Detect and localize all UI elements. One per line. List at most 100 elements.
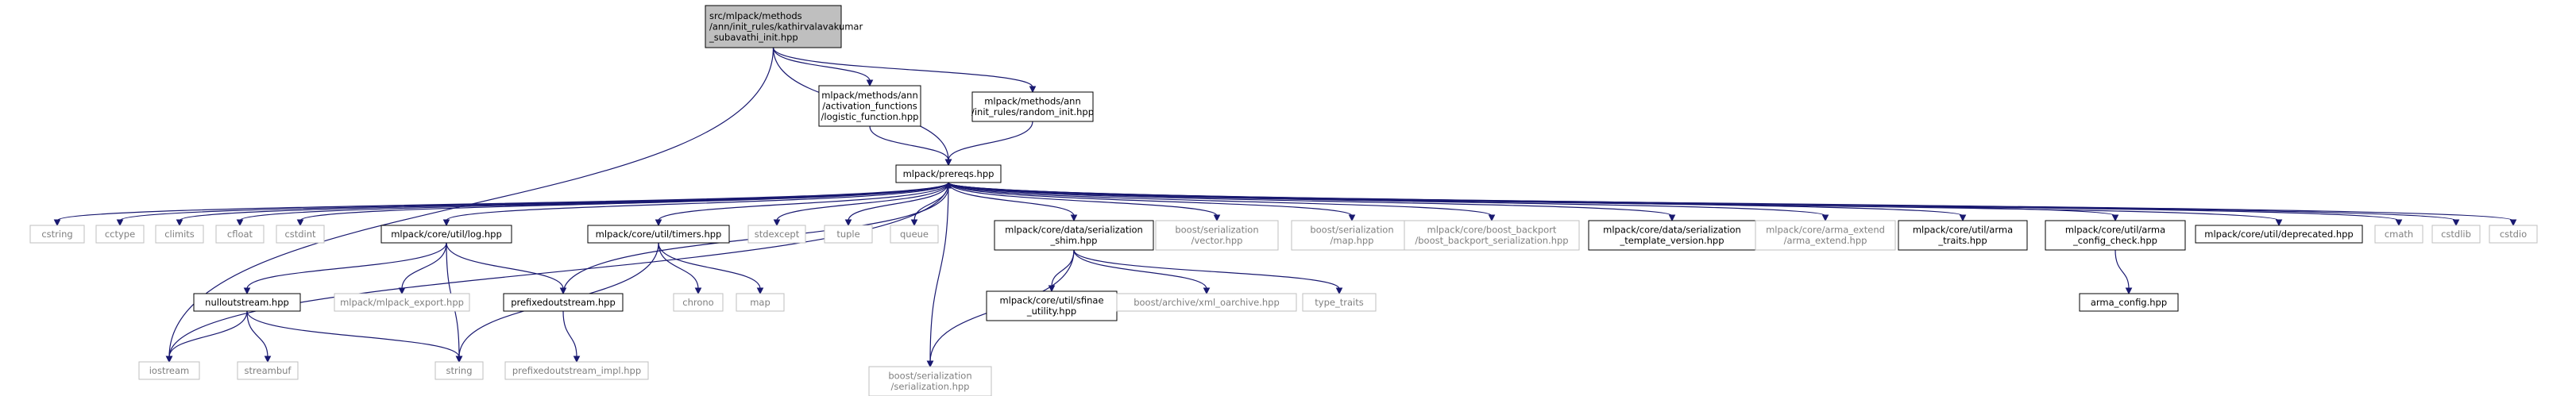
- node-arma-traits[interactable]: mlpack/core/util/arma_traits.hpp: [1898, 220, 2028, 251]
- node-string[interactable]: string: [434, 361, 484, 380]
- node-log[interactable]: mlpack/core/util/log.hpp: [380, 225, 512, 244]
- node-climits[interactable]: climits: [155, 225, 204, 244]
- node-deprecated[interactable]: mlpack/core/util/deprecated.hpp: [2195, 225, 2363, 244]
- edge-nullout-to-iostream: [165, 310, 248, 363]
- node-map[interactable]: map: [736, 293, 785, 312]
- node-box: [1155, 220, 1279, 251]
- node-boost-vector[interactable]: boost/serialization/vector.hpp: [1155, 220, 1279, 251]
- node-box: [2489, 225, 2538, 244]
- edge-prereqs-to-ser_shim: [948, 182, 1078, 222]
- node-box: [138, 361, 200, 380]
- edge-timers-to-map: [658, 242, 764, 295]
- node-label-line: cstdio: [2500, 229, 2527, 240]
- node-box: [736, 293, 785, 312]
- node-label-line: cstdint: [284, 229, 316, 240]
- node-box: [747, 225, 806, 244]
- node-logistic[interactable]: mlpack/methods/ann/activation_functions/…: [818, 85, 921, 127]
- node-label-line: mlpack/core/util/timers.hpp: [596, 229, 722, 240]
- edge-ser_shim-to-sfinae: [1048, 249, 1075, 293]
- edge-prereqs-to-tuple: [844, 182, 949, 227]
- node-cstdlib[interactable]: cstdlib: [2431, 225, 2481, 244]
- edge-timers-to-chrono: [658, 242, 702, 295]
- node-label-line: _template_version.hpp: [1619, 235, 1724, 246]
- node-label-line: boost/archive/xml_oarchive.hpp: [1134, 297, 1280, 308]
- node-box: [673, 293, 724, 312]
- edge-prereqs-to-deprecated: [948, 182, 2283, 227]
- node-label-line: _traits.hpp: [1937, 235, 1987, 246]
- node-boost-backport[interactable]: mlpack/core/boost_backport/boost_backpor…: [1404, 220, 1580, 251]
- node-type-traits[interactable]: type_traits: [1302, 293, 1377, 312]
- node-box: [986, 290, 1118, 321]
- node-xml-oarchive[interactable]: boost/archive/xml_oarchive.hpp: [1116, 293, 1297, 312]
- edge-prefixed-to-prefixed_impl: [562, 310, 581, 363]
- node-boost-map[interactable]: boost/serialization/map.hpp: [1291, 220, 1413, 251]
- node-label-line: /map.hpp: [1330, 235, 1374, 246]
- node-label-line: climits: [164, 229, 195, 240]
- node-label-line: mlpack/core/data/serialization: [1603, 225, 1741, 236]
- edge-root-to-random_init: [772, 47, 1037, 94]
- node-box: [2045, 220, 2186, 251]
- node-cstring[interactable]: cstring: [29, 225, 85, 244]
- node-cstdint[interactable]: cstdint: [276, 225, 325, 244]
- node-nullout[interactable]: nulloutstream.hpp: [193, 293, 301, 312]
- node-ser-template[interactable]: mlpack/core/data/serialization_template_…: [1588, 220, 1756, 251]
- node-box: [994, 220, 1154, 251]
- node-prefixed-impl[interactable]: prefixedoutstream_impl.hpp: [504, 361, 649, 380]
- node-arma-config[interactable]: arma_config.hpp: [2079, 293, 2179, 312]
- node-tuple[interactable]: tuple: [824, 225, 873, 244]
- node-mlpack-export[interactable]: mlpack/mlpack_export.hpp: [334, 293, 470, 312]
- node-box: [1755, 220, 1896, 251]
- node-iostream[interactable]: iostream: [138, 361, 200, 380]
- node-label-line: /init_rules/random_init.hpp: [971, 106, 1094, 117]
- node-sfinae[interactable]: mlpack/core/util/sfinae_utility.hpp: [986, 290, 1118, 321]
- node-streambuf[interactable]: streambuf: [237, 361, 299, 380]
- node-label-line: mlpack/core/data/serialization: [1005, 225, 1143, 236]
- node-label-line: mlpack/methods/ann: [984, 96, 1081, 107]
- node-label-line: stdexcept: [755, 229, 800, 240]
- node-ser-shim[interactable]: mlpack/core/data/serialization_shim.hpp: [994, 220, 1154, 251]
- node-prereqs[interactable]: mlpack/prereqs.hpp: [895, 164, 1002, 183]
- node-cctype[interactable]: cctype: [95, 225, 145, 244]
- node-label-line: mlpack/core/util/log.hpp: [391, 229, 502, 240]
- node-label-line: mlpack/core/util/arma: [2065, 225, 2165, 236]
- node-queue[interactable]: queue: [890, 225, 939, 244]
- node-prefixed[interactable]: prefixedoutstream.hpp: [503, 293, 624, 312]
- node-label-line: prefixedoutstream_impl.hpp: [512, 365, 641, 376]
- edge-nullout-to-string: [246, 310, 463, 363]
- node-arma-extend[interactable]: mlpack/core/arma_extend/arma_extend.hpp: [1755, 220, 1896, 251]
- node-box: [29, 225, 85, 244]
- node-root[interactable]: src/mlpack/methods/ann/init_rules/kathir…: [705, 5, 863, 48]
- node-stdexcept[interactable]: stdexcept: [747, 225, 806, 244]
- edge-ser_shim-to-type_traits: [1073, 249, 1343, 295]
- node-chrono[interactable]: chrono: [673, 293, 724, 312]
- node-cstdio[interactable]: cstdio: [2489, 225, 2538, 244]
- node-random-init[interactable]: mlpack/methods/ann/init_rules/random_ini…: [971, 91, 1094, 122]
- edge-prereqs-to-boost_map: [948, 182, 1356, 222]
- node-label-line: mlpack/core/util/deprecated.hpp: [2204, 229, 2353, 240]
- node-box: [276, 225, 325, 244]
- node-box: [1302, 293, 1377, 312]
- node-box: [824, 225, 873, 244]
- node-box: [503, 293, 624, 312]
- node-cmath[interactable]: cmath: [2374, 225, 2423, 244]
- node-label-line: src/mlpack/methods: [709, 10, 802, 21]
- edge-prereqs-to-stdexcept: [773, 182, 949, 227]
- node-label-line: cctype: [105, 229, 135, 240]
- node-boost-ser[interactable]: boost/serialization/serialization.hpp: [868, 366, 992, 396]
- node-label-line: map: [750, 297, 770, 308]
- node-label-line: chrono: [682, 297, 713, 308]
- node-cfloat[interactable]: cfloat: [215, 225, 265, 244]
- node-box: [380, 225, 512, 244]
- node-timers[interactable]: mlpack/core/util/timers.hpp: [587, 225, 730, 244]
- node-label-line: boost/serialization: [888, 371, 971, 382]
- edge-prereqs-to-boost_ser: [926, 182, 949, 368]
- node-label-line: queue: [900, 229, 929, 240]
- edge-random_init-to-prereqs: [944, 121, 1033, 167]
- node-label-line: mlpack/prereqs.hpp: [903, 168, 994, 179]
- node-arma-config-check[interactable]: mlpack/core/util/arma_config_check.hpp: [2045, 220, 2186, 251]
- node-label-line: /boost_backport_serialization.hpp: [1415, 235, 1568, 246]
- node-box: [155, 225, 204, 244]
- node-box: [237, 361, 299, 380]
- node-box: [587, 225, 730, 244]
